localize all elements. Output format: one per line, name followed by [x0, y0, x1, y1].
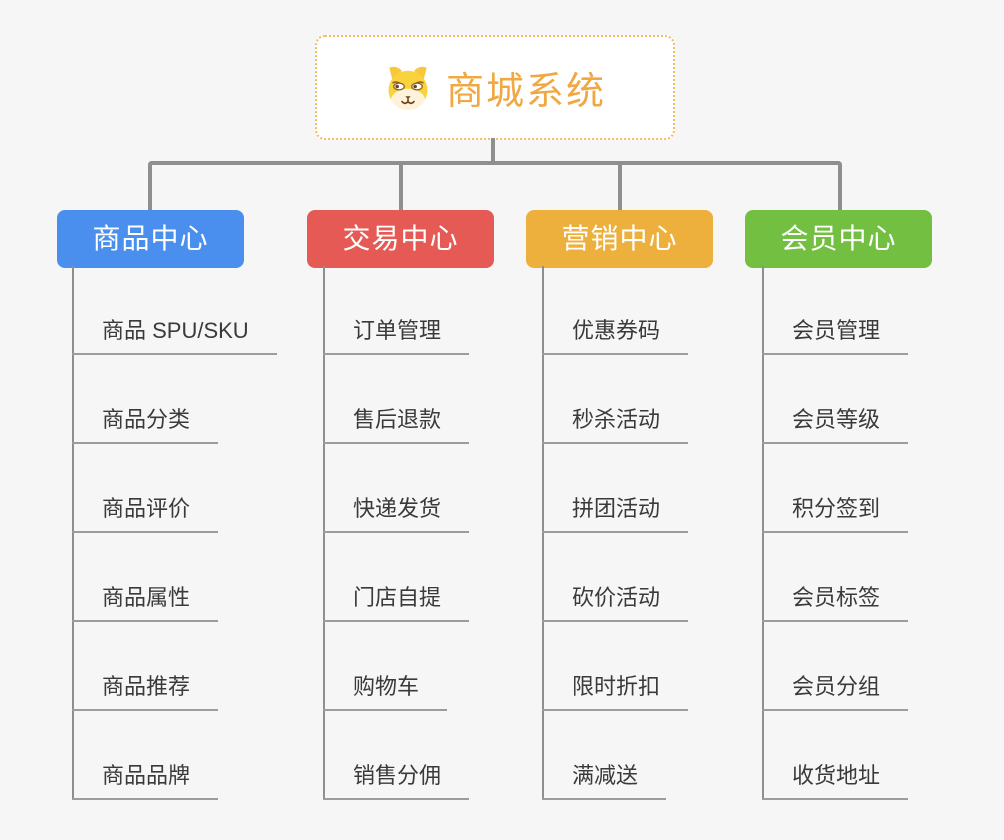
subtopic[interactable]: 会员标签	[762, 580, 909, 622]
branch-trade-center[interactable]: 交易中心	[307, 210, 494, 268]
subtopic[interactable]: 售后退款	[323, 402, 470, 444]
subtopic[interactable]: 砍价活动	[542, 580, 689, 622]
connector-rail	[148, 161, 842, 210]
branch-marketing-center[interactable]: 营销中心	[526, 210, 713, 268]
subtopic[interactable]: 快递发货	[323, 491, 470, 533]
root-topic[interactable]: 商城系统	[315, 35, 675, 140]
connector-drop	[398, 161, 403, 210]
subtopic[interactable]: 优惠券码	[542, 313, 689, 355]
subtopic[interactable]: 商品属性	[72, 580, 219, 622]
subtopic[interactable]: 商品分类	[72, 402, 219, 444]
subtopic[interactable]: 秒杀活动	[542, 402, 689, 444]
branch-spine-line	[762, 266, 764, 800]
root-title: 商城系统	[445, 71, 606, 113]
subtopic[interactable]: 限时折扣	[542, 669, 689, 711]
connector-drop	[617, 161, 622, 210]
branch-spine-line	[72, 266, 74, 800]
branch-product-center[interactable]: 商品中心	[57, 210, 244, 268]
subtopic[interactable]: 满减送	[542, 758, 667, 800]
subtopic[interactable]: 订单管理	[323, 313, 470, 355]
branch-spine-line	[323, 266, 325, 800]
subtopic[interactable]: 积分签到	[762, 491, 909, 533]
subtopic[interactable]: 会员分组	[762, 669, 909, 711]
branch-spine-line	[542, 266, 544, 800]
subtopic[interactable]: 商品推荐	[72, 669, 219, 711]
subtopic[interactable]: 商品评价	[72, 491, 219, 533]
subtopic[interactable]: 门店自提	[323, 580, 470, 622]
root-connector-stem	[491, 138, 495, 162]
subtopic[interactable]: 拼团活动	[542, 491, 689, 533]
subtopic[interactable]: 会员等级	[762, 402, 909, 444]
doge-icon	[384, 64, 432, 112]
subtopic[interactable]: 收货地址	[762, 758, 909, 800]
subtopic[interactable]: 销售分佣	[323, 758, 470, 800]
subtopic[interactable]: 会员管理	[762, 313, 909, 355]
subtopic[interactable]: 商品品牌	[72, 758, 219, 800]
subtopic[interactable]: 商品 SPU/SKU	[72, 313, 277, 355]
branch-member-center[interactable]: 会员中心	[745, 210, 932, 268]
subtopic[interactable]: 购物车	[323, 669, 448, 711]
